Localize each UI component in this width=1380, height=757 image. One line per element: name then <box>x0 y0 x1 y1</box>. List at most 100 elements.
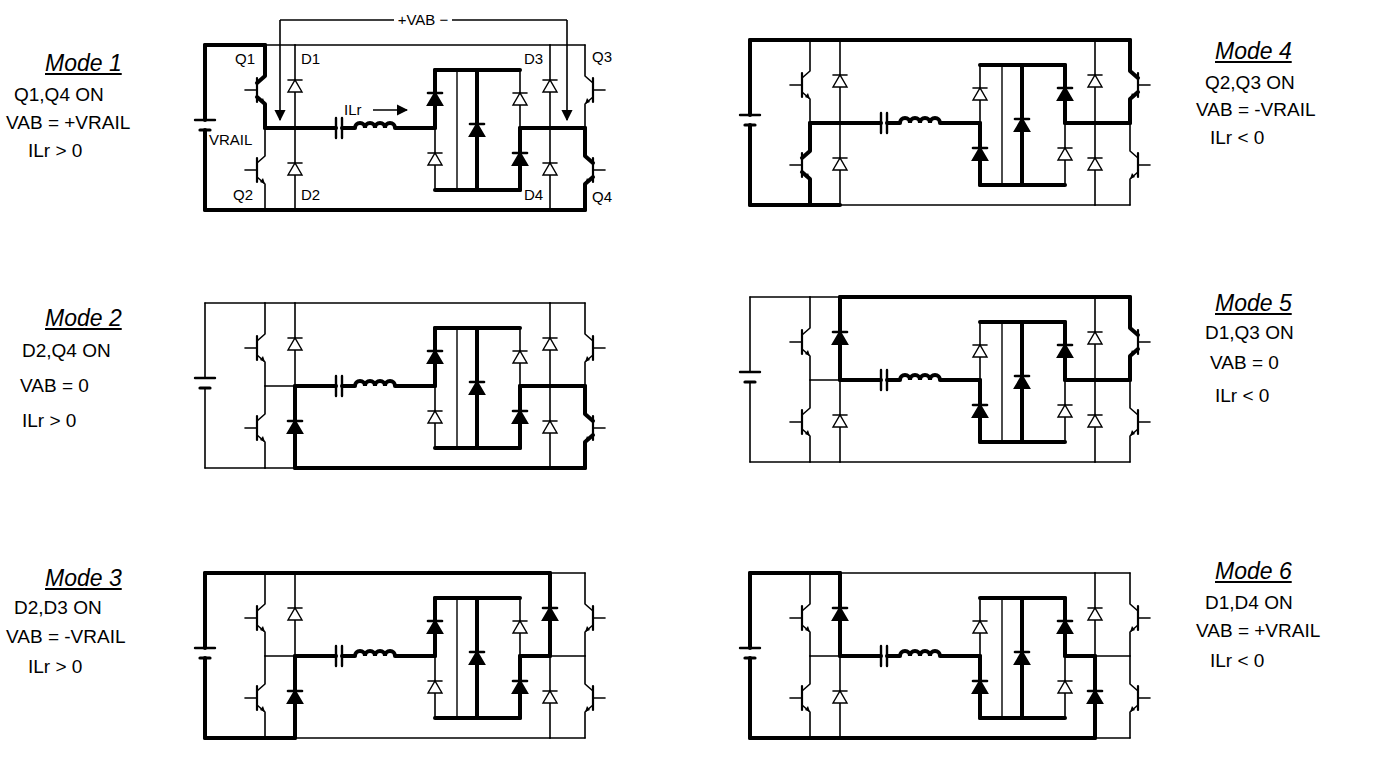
diode-symbol <box>973 345 987 357</box>
battery-plate <box>745 656 755 659</box>
emitter-arrow <box>805 430 810 436</box>
diode-bar <box>543 690 557 692</box>
mode-condition: ILr < 0 <box>1210 127 1264 149</box>
wire <box>750 736 810 740</box>
wire <box>265 385 295 387</box>
wire <box>1065 121 1095 125</box>
diode-bar <box>1088 414 1102 416</box>
inductor-symbol <box>355 123 395 128</box>
inductor-symbol <box>900 375 940 380</box>
emitter-arrow <box>805 350 810 356</box>
diode-bar <box>1088 607 1102 609</box>
transistor-collector <box>585 128 593 163</box>
mode-condition: ILr < 0 <box>1210 650 1264 672</box>
diode-symbol <box>833 158 847 170</box>
inductor-symbol <box>900 651 940 656</box>
battery-lead <box>748 125 752 205</box>
mode-condition: VAB = 0 <box>20 375 89 397</box>
diode-bar <box>1088 74 1102 76</box>
diode-symbol <box>288 691 302 703</box>
wire <box>840 572 1095 574</box>
mode-condition: VAB = 0 <box>1210 352 1279 374</box>
wire <box>840 204 1095 206</box>
emitter-arrow <box>260 178 265 184</box>
emitter-arrow <box>585 626 590 632</box>
diode-symbol <box>513 153 527 165</box>
diode-symbol <box>288 421 302 433</box>
component-label: Q3 <box>592 48 612 65</box>
transistor-collector <box>585 656 593 691</box>
transistor-emitter <box>257 177 265 210</box>
capacitor-plate <box>335 646 337 666</box>
wire <box>205 571 265 575</box>
wire <box>550 737 585 739</box>
wire <box>205 467 265 469</box>
transistor-emitter <box>585 177 593 210</box>
wire <box>295 384 336 388</box>
transistor-emitter <box>585 97 593 128</box>
transistor-emitter <box>802 705 810 738</box>
transistor-collector <box>1130 380 1138 415</box>
transistor-collector <box>257 573 265 611</box>
wire <box>840 295 1095 299</box>
component-label: D4 <box>524 186 543 203</box>
mode-condition: D1,D4 ON <box>1205 592 1293 614</box>
wire <box>265 736 295 740</box>
wire <box>550 572 585 574</box>
circuit-panel <box>195 573 605 738</box>
circuit-panel <box>740 573 1150 738</box>
diode-symbol <box>1088 158 1102 170</box>
diode-bar <box>973 344 987 346</box>
transistor-emitter <box>1130 172 1138 205</box>
wire <box>840 38 1095 42</box>
diode-bar <box>973 147 987 150</box>
diode-bar <box>543 337 557 339</box>
diode-symbol <box>1088 691 1102 703</box>
diode-symbol <box>288 608 302 620</box>
transistor-base <box>245 89 257 91</box>
inductor-symbol <box>900 118 940 123</box>
transistor-collector <box>802 40 810 78</box>
mode-condition: VAB = -VRAIL <box>6 626 126 648</box>
wire <box>205 736 265 740</box>
wire <box>550 208 585 212</box>
mode-condition: VAB = +VRAIL <box>1196 620 1320 642</box>
diode-symbol <box>973 405 987 417</box>
wire <box>295 654 336 658</box>
capacitor-plate <box>335 376 337 396</box>
diode-symbol <box>470 124 484 136</box>
circuit-panel <box>740 40 1150 205</box>
diode-bar <box>1058 344 1072 347</box>
emitter-arrow <box>260 626 265 632</box>
transistor-collector <box>1130 40 1138 78</box>
diode-symbol <box>428 153 442 165</box>
diode-bar <box>513 410 527 413</box>
diode-bar <box>1058 404 1072 406</box>
diode-symbol <box>513 351 527 363</box>
wire <box>265 302 295 304</box>
diode-symbol <box>470 382 484 394</box>
wire <box>205 43 265 47</box>
wire <box>1095 121 1130 125</box>
battery-plate <box>740 114 760 116</box>
transistor-emitter <box>585 705 593 738</box>
wire <box>520 126 550 130</box>
wire <box>840 736 1095 740</box>
wire <box>550 466 585 470</box>
mode-title: Mode 5 <box>1215 290 1292 316</box>
transistor-base <box>245 617 257 619</box>
diode-bar <box>833 607 847 610</box>
transistor-base <box>1138 84 1150 86</box>
wire <box>1095 655 1130 657</box>
transistor-collector <box>257 128 265 163</box>
transistor-emitter <box>257 435 265 468</box>
wire <box>295 126 336 130</box>
diode-bar <box>288 162 302 164</box>
battery-plate <box>195 119 215 121</box>
transistor-base <box>790 164 802 166</box>
mode-condition: D2,D3 ON <box>14 597 102 619</box>
mode-condition: ILr > 0 <box>28 140 82 162</box>
battery-plate <box>200 128 210 131</box>
mode-condition: D2,Q4 ON <box>22 340 111 362</box>
battery-lead <box>748 573 752 648</box>
